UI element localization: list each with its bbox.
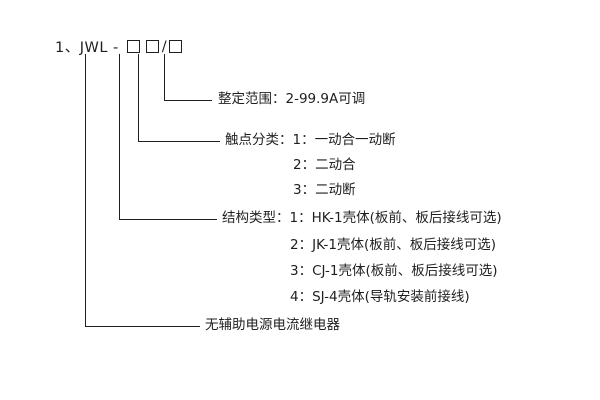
contact-option-3: 3：二动断 (293, 182, 356, 198)
structure-option-4: 4：SJ-4壳体(导轨安装前接线) (290, 289, 470, 305)
model-title-row: 1、JWL - / (55, 36, 183, 57)
model-box-contact (145, 40, 159, 53)
connector-hline-relay (85, 326, 200, 328)
connector-vline-contact (138, 54, 140, 141)
model-slash: / (161, 38, 168, 55)
structure-option-2: 2：JK-1壳体(板前、板后接线可选) (290, 237, 496, 253)
connector-hline-contact (138, 141, 220, 143)
connector-vline-relay (85, 54, 87, 326)
contact-label: 触点分类：1：一动合一动断 (225, 132, 396, 148)
structure-label: 结构类型：1：HK-1壳体(板前、板后接线可选) (222, 210, 502, 226)
connector-hline-range (164, 100, 212, 102)
contact-option-2: 2：二动合 (293, 157, 356, 173)
connector-vline-range (164, 54, 166, 100)
connector-hline-structure (119, 219, 217, 221)
model-box-range (169, 40, 183, 53)
structure-option-3: 3：CJ-1壳体(板前、板后接线可选) (290, 263, 498, 279)
model-box-structure (126, 40, 140, 53)
range-label: 整定范围：2-99.9A可调 (218, 91, 366, 107)
relay-label: 无辅助电源电流继电器 (205, 317, 340, 333)
model-title-text: 1、JWL - (55, 40, 119, 56)
connector-vline-structure (119, 54, 121, 219)
